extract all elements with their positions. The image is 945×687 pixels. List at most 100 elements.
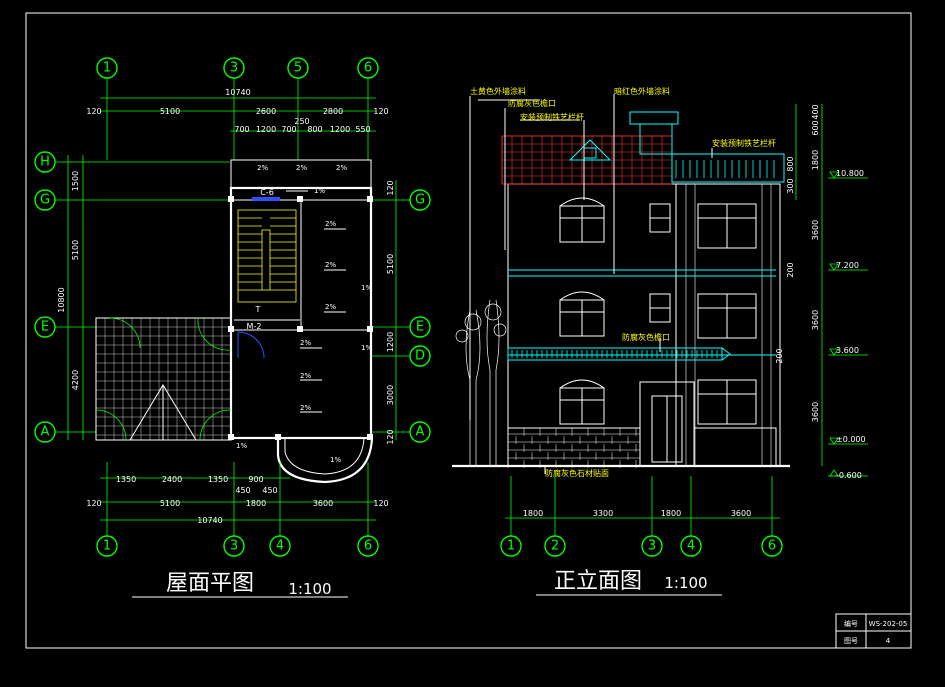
axis-label: 6 [364, 539, 372, 554]
slope-label: 1% [236, 442, 247, 450]
dim: 3600 [811, 402, 820, 422]
plan-left-axes: H G E A 5100 1500 4200 10800 [34, 151, 230, 443]
plan-right-axes: G E D A 120 5100 1200 3000 120 [372, 180, 431, 445]
plan-slope-arrows: 2% 2% 2% 1% 2% 2% 2% 1% 2% 2% 2% 1% 1% 1… [236, 164, 372, 464]
dim: 5100 [160, 107, 180, 116]
dim: 5100 [160, 499, 180, 508]
slope-label: 2% [325, 220, 336, 228]
slope-label: 2% [300, 372, 311, 380]
slope-label: 2% [325, 261, 336, 269]
front-elevation: 土黄色外墙涂料 防腐灰色檐口 安装预制铁艺栏杆 暗红色外墙涂料 安装预制铁艺栏杆… [452, 86, 868, 596]
axis-label: 3 [648, 539, 656, 554]
dim: 600 [811, 120, 820, 135]
elevation-bottom-dims: 1800 3300 1800 3600 [505, 476, 780, 536]
dim: 1350 [208, 475, 228, 484]
slope-label: 2% [257, 164, 268, 172]
note: 防腐灰色檐口 [508, 98, 556, 108]
dim: 120 [373, 107, 388, 116]
titleblock-value: 4 [886, 637, 891, 645]
dim: 3600 [811, 220, 820, 240]
axis-label: G [40, 193, 50, 208]
axis-label: E [41, 320, 49, 335]
dim: 1350 [116, 475, 136, 484]
dim: 3000 [386, 385, 395, 405]
dim-total-bottom: 10740 [197, 516, 222, 525]
elevation-bottom-axes: 1 2 3 4 6 [500, 535, 783, 557]
dim: 1500 [71, 171, 80, 191]
axis-label: H [40, 155, 50, 170]
plan-bottom-dims: 1350 2400 1350 900 450 450 120 5100 1800… [86, 462, 389, 536]
dim: 120 [86, 107, 101, 116]
window-label: C-6 [260, 188, 274, 197]
plan-bottom-axes: 1 3 4 6 [96, 535, 379, 557]
note: 土黄色外墙涂料 [470, 86, 526, 96]
axis-label: 1 [103, 61, 111, 76]
plan-title: 屋面平图 [166, 571, 254, 596]
dim: 3600 [811, 310, 820, 330]
axis-label: A [41, 425, 50, 440]
plan-top-axes: 1 3 5 6 [96, 57, 379, 160]
titleblock-label: 编号 [844, 619, 858, 628]
dim: 1200 [256, 125, 276, 134]
dim: 200 [786, 262, 795, 277]
axis-label: 3 [230, 61, 238, 76]
axis-label: 6 [768, 539, 776, 554]
dim: 300 [786, 178, 795, 193]
stair-label: T [255, 305, 261, 314]
drawing-frame [25, 12, 912, 649]
note: 防腐灰色石材贴面 [545, 468, 609, 478]
dim: 5100 [71, 240, 80, 260]
slope-label: 1% [361, 284, 372, 292]
dim-total-left: 10800 [57, 287, 66, 312]
dim: 900 [248, 475, 263, 484]
level: ±0.000 [836, 435, 866, 444]
dim: 1800 [523, 509, 543, 518]
level: 3.600 [836, 346, 859, 355]
note: 防腐灰色檐口 [622, 332, 670, 342]
elevation-right-dims: 400 600 1800 300 800 3600 200 3600 200 3… [775, 104, 823, 466]
dim: 120 [373, 499, 388, 508]
dim: 200 [775, 348, 784, 363]
dim: 400 [811, 104, 820, 119]
note: 安装预制铁艺栏杆 [712, 138, 776, 148]
titleblock-label: 图号 [844, 637, 858, 645]
axis-label: 4 [687, 539, 695, 554]
axis-label: D [415, 349, 425, 364]
plan-annex [95, 317, 232, 441]
elevation-scale: 1:100 [664, 574, 707, 592]
titleblock-value: WS-202-05 [869, 620, 908, 628]
dim: 800 [786, 156, 795, 171]
level: 7.200 [836, 261, 859, 270]
dim: 2800 [323, 107, 343, 116]
dim: 450 [235, 486, 250, 495]
axis-label: 3 [230, 539, 238, 554]
dim: 450 [262, 486, 277, 495]
slope-label: 1% [314, 187, 325, 195]
dim: 3600 [313, 499, 333, 508]
dim: 120 [86, 499, 101, 508]
elevation-notes: 土黄色外墙涂料 防腐灰色檐口 安装预制铁艺栏杆 暗红色外墙涂料 安装预制铁艺栏杆… [469, 86, 776, 478]
axis-label: 2 [551, 539, 559, 554]
slope-label: 1% [361, 344, 372, 352]
axis-label: 4 [276, 539, 284, 554]
dim: 1200 [330, 125, 350, 134]
title-block: 编号 WS-202-05 图号 4 [835, 613, 912, 649]
dim: 1200 [386, 332, 395, 352]
dim: 3600 [731, 509, 751, 518]
dim: 3300 [593, 509, 613, 518]
dim: 700 [234, 125, 249, 134]
dim: 120 [386, 429, 395, 444]
axis-label: 1 [507, 539, 515, 554]
axis-label: 1 [103, 539, 111, 554]
arched-windows [559, 197, 605, 425]
level: -0.600 [836, 471, 862, 480]
slope-label: 2% [300, 404, 311, 412]
plan-roof-outline [228, 159, 374, 484]
dim: 2600 [256, 107, 276, 116]
slope-label: 1% [330, 456, 341, 464]
dim: 700 [281, 125, 296, 134]
dim: 800 [307, 125, 322, 134]
note: 暗红色外墙涂料 [614, 86, 670, 96]
slope-label: 2% [325, 303, 336, 311]
